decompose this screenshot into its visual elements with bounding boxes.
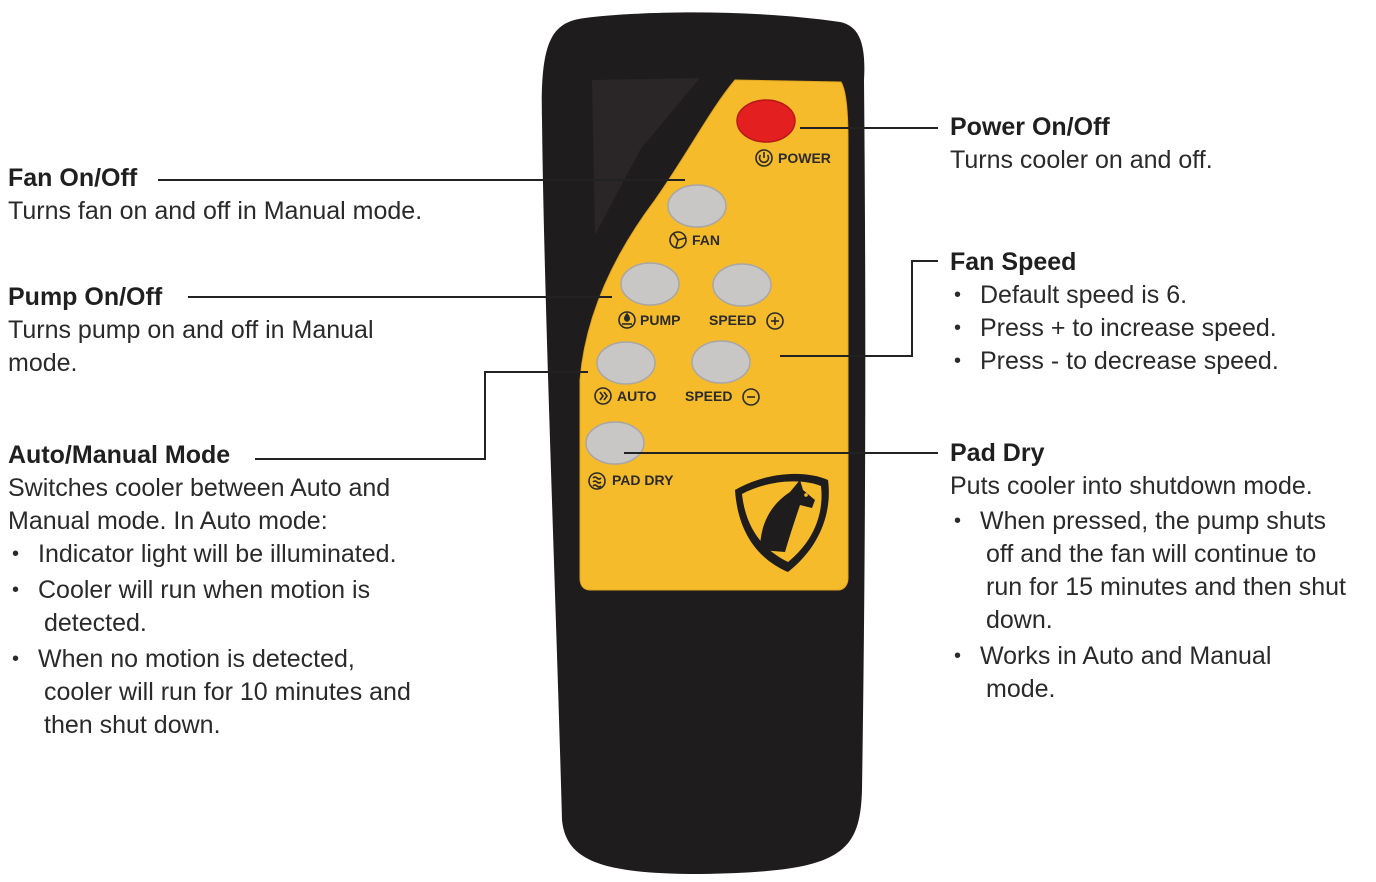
- auto-callout-desc-line-1: Switches cooler between Auto and: [8, 474, 391, 502]
- pad-dry-bullet-1-line-2: off and the fan will continue to: [986, 540, 1317, 568]
- horse-shield-logo: [735, 473, 829, 572]
- pad-dry-label: PAD DRY: [612, 472, 674, 488]
- pad-dry-bullet-1-line-1: When pressed, the pump shuts: [980, 507, 1327, 535]
- power-callout-desc: Turns cooler on and off.: [950, 146, 1213, 174]
- fan-callout: Fan On/Off Turns fan on and off in Manua…: [8, 162, 528, 228]
- speed-callout: Fan Speed Default speed is 6. Press + to…: [950, 246, 1370, 378]
- control-panel: [579, 79, 849, 591]
- speed-leader: [780, 260, 938, 357]
- power-button[interactable]: [736, 99, 796, 143]
- fan-callout-desc: Turns fan on and off in Manual mode.: [8, 197, 423, 225]
- speed-bullet-2-text: Press + to increase speed.: [980, 314, 1277, 342]
- pad-dry-callout-bullets: When pressed, the pump shuts off and the…: [950, 505, 1374, 706]
- fan-icon: [669, 231, 687, 249]
- auto-bullet-3-line-1: When no motion is detected,: [38, 645, 355, 673]
- auto-callout-desc-line-2: Manual mode. In Auto mode:: [8, 507, 328, 535]
- pad-dry-callout: Pad Dry Puts cooler into shutdown mode. …: [950, 437, 1374, 709]
- speed-bullet-3-text: Press - to decrease speed.: [980, 347, 1279, 375]
- auto-bullet-3-line-2: cooler will run for 10 minutes and: [44, 678, 411, 706]
- leader-lines: [158, 127, 938, 460]
- pad-dry-bullet-2-line-1: Works in Auto and Manual: [980, 642, 1272, 670]
- speed-up-button[interactable]: [712, 263, 772, 307]
- pump-icon: [618, 311, 636, 329]
- power-callout: Power On/Off Turns cooler on and off.: [950, 111, 1370, 177]
- pad-dry-bullet-1-line-3: run for 15 minutes and then shut: [986, 573, 1346, 601]
- pump-callout-desc-line-1: Turns pump on and off in Manual: [8, 316, 374, 344]
- speed-up-label: SPEED: [709, 312, 756, 328]
- pad-dry-callout-title: Pad Dry: [950, 439, 1045, 467]
- auto-leader: [255, 371, 588, 460]
- minus-icon: [742, 388, 760, 406]
- speed-callout-bullets: Default speed is 6. Press + to increase …: [950, 279, 1370, 378]
- pump-button[interactable]: [620, 262, 680, 306]
- auto-callout: Auto/Manual Mode Switches cooler between…: [8, 439, 528, 745]
- auto-bullet-2: Cooler will run when motion is detected.: [8, 574, 528, 640]
- power-callout-title: Power On/Off: [950, 113, 1110, 141]
- speed-bullet-1: Default speed is 6.: [950, 279, 1370, 312]
- speed-bullet-1-text: Default speed is 6.: [980, 281, 1188, 309]
- fan-button[interactable]: [667, 184, 727, 228]
- pump-callout-title: Pump On/Off: [8, 283, 163, 311]
- auto-button[interactable]: [596, 341, 656, 385]
- pad-dry-button[interactable]: [585, 421, 645, 465]
- auto-label: AUTO: [617, 388, 657, 404]
- speed-down-label: SPEED: [685, 388, 732, 404]
- speed-down-button[interactable]: [691, 340, 751, 384]
- pad-dry-bullet-1-line-4: down.: [986, 606, 1053, 634]
- auto-bullet-2-line-1: Cooler will run when motion is: [38, 576, 371, 604]
- fan-callout-title: Fan On/Off: [8, 164, 138, 192]
- auto-bullet-3: When no motion is detected, cooler will …: [8, 643, 528, 742]
- auto-callout-title: Auto/Manual Mode: [8, 441, 231, 469]
- pad-dry-bullet-2-line-2: mode.: [986, 675, 1056, 703]
- speed-callout-title: Fan Speed: [950, 248, 1077, 276]
- pump-label: PUMP: [640, 312, 680, 328]
- auto-bullet-1: Indicator light will be illuminated.: [8, 538, 528, 571]
- remote-reflection: [592, 78, 700, 235]
- auto-bullet-1-line-1: Indicator light will be illuminated.: [38, 540, 397, 568]
- pad-dry-bullet-2: Works in Auto and Manual mode.: [950, 640, 1374, 706]
- motion-icon: [594, 387, 612, 405]
- power-icon: [755, 149, 773, 167]
- pump-callout-desc-line-2: mode.: [8, 349, 78, 377]
- auto-callout-bullets: Indicator light will be illuminated. Coo…: [8, 538, 528, 742]
- power-label: POWER: [778, 150, 831, 166]
- pump-callout: Pump On/Off Turns pump on and off in Man…: [8, 281, 478, 380]
- auto-bullet-3-line-3: then shut down.: [44, 711, 221, 739]
- pad-dry-callout-desc: Puts cooler into shutdown mode.: [950, 472, 1313, 500]
- pad-dry-icon: [588, 472, 606, 490]
- fan-label: FAN: [692, 232, 720, 248]
- speed-bullet-2: Press + to increase speed.: [950, 312, 1370, 345]
- auto-bullet-2-line-2: detected.: [44, 609, 147, 637]
- speed-bullet-3: Press - to decrease speed.: [950, 345, 1370, 378]
- plus-icon: [766, 312, 784, 330]
- pad-dry-bullet-1: When pressed, the pump shuts off and the…: [950, 505, 1374, 637]
